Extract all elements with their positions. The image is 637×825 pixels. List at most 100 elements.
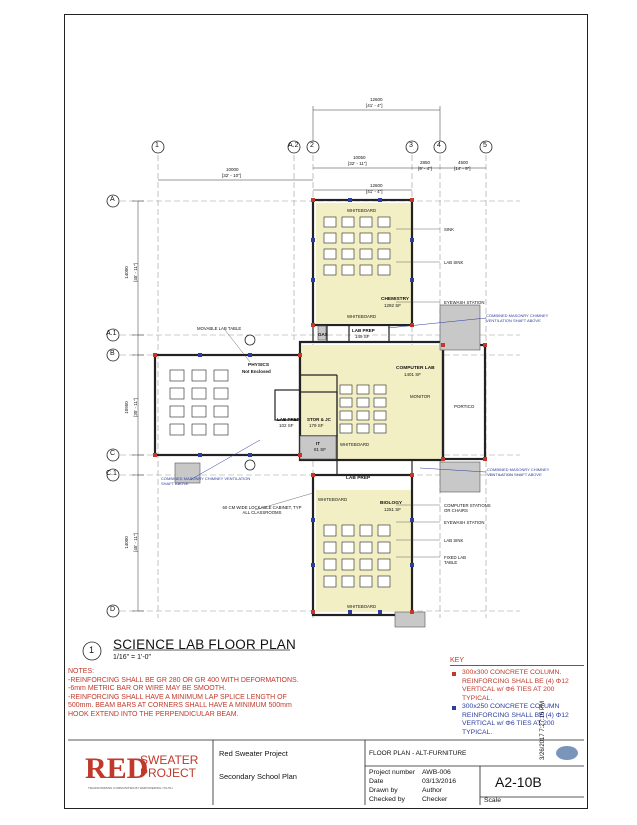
lab-table xyxy=(377,248,391,260)
annot-chimney-top: COMBINED MASONRY CHIMNEY VENTILATION SHA… xyxy=(486,313,549,323)
concrete-column xyxy=(248,353,252,357)
logo-tagline: TRANSFORMING COMMUNITIES BY EMPOWERING Y… xyxy=(88,786,173,790)
annot-movable-table: MOVABLE LAB TABLE xyxy=(197,326,242,331)
annot-eyewash-top: EYEWASH STATION xyxy=(444,300,485,305)
lab-table xyxy=(191,405,207,418)
date: 03/13/2016 xyxy=(422,778,457,785)
lab-table xyxy=(359,575,373,588)
concrete-column xyxy=(483,457,487,461)
dim-top-4b: [14' - 9"] xyxy=(454,166,471,171)
concrete-column xyxy=(441,343,445,347)
annot-whiteboard-comp: WHITEBOARD xyxy=(340,442,370,447)
grid-label-4: 4 xyxy=(437,142,441,149)
lab-table xyxy=(377,558,391,571)
annot-chimney-left: COMBINED MASONRY CHIMNEY VENTILATION SHA… xyxy=(161,476,251,486)
concrete-column xyxy=(410,323,414,327)
sheet-name: Secondary School Plan xyxy=(219,772,297,781)
concrete-column xyxy=(311,473,315,477)
lab-table xyxy=(339,410,353,421)
dim-top-5: 10000 xyxy=(226,167,239,172)
lab-table xyxy=(323,248,337,260)
lab-table xyxy=(356,397,370,408)
annot-monitor: MONITOR xyxy=(410,394,431,399)
grid-label-1: 1 xyxy=(155,142,159,149)
key-item-blue-column: 300x250 CONCRETE COLUMN REINFORCING SHAL… xyxy=(462,703,569,736)
grid-label-c1: C.1 xyxy=(106,470,117,477)
lab-table xyxy=(213,405,229,418)
notes-line: -REINFORCING SHALL HAVE A MINIMUM LAP SP… xyxy=(68,693,287,701)
dim-left-1: 14000 xyxy=(123,266,129,279)
concrete-column xyxy=(153,353,157,357)
drawn-by-label: Drawn by xyxy=(369,787,398,794)
concrete-column xyxy=(248,453,252,457)
concrete-column xyxy=(483,343,487,347)
lab-table xyxy=(373,384,387,395)
concrete-column xyxy=(378,198,382,202)
notes-line: -6mm METRIC BAR OR WIRE MAY BE SMOOTH. xyxy=(68,685,227,693)
room-computer-lab-area: 1401 SF xyxy=(404,372,422,377)
lab-table xyxy=(339,397,353,408)
lab-table xyxy=(359,541,373,554)
annot-cabinet: 60 CM WIDE LOCKABLE CABINET, TYP ALL CLA… xyxy=(222,505,302,515)
room-labprep-bottom-name: LAB PREP xyxy=(346,476,371,481)
dim-top-1: 12600 xyxy=(370,97,383,102)
lab-table xyxy=(373,397,387,408)
dim-top-6b: [41' - 4"] xyxy=(366,189,383,194)
lab-table xyxy=(341,232,355,244)
lab-table xyxy=(359,232,373,244)
notes-line: -REINFORCING SHALL BE GR 280 OR GR 400 W… xyxy=(68,676,299,684)
logo-sweater: SWEATER xyxy=(140,753,199,767)
room-chemistry-area: 1292 SF xyxy=(384,303,402,308)
dim-top-3: 2850 xyxy=(420,160,431,165)
scale-label: Scale xyxy=(484,797,502,804)
lab-table xyxy=(191,387,207,400)
concrete-column xyxy=(348,610,352,614)
lab-table xyxy=(377,575,391,588)
annot-chimney-right: COMBINED MASONRY CHIMNEY VENTILATION SHA… xyxy=(487,467,550,477)
lab-table xyxy=(191,369,207,382)
sheet-number: A2-10B xyxy=(495,774,542,790)
dim-left-3: 14000 xyxy=(123,536,129,549)
logo: RED SWEATER PROJECT TRANSFORMING COMMUNI… xyxy=(85,752,200,800)
lab-table xyxy=(169,405,185,418)
annot-whiteboard-bio: WHITEBOARD xyxy=(318,497,348,502)
lab-table xyxy=(169,423,185,436)
lab-table xyxy=(323,216,337,228)
lab-table xyxy=(341,248,355,260)
concrete-column xyxy=(410,518,414,522)
room-portico-name: PORTICO xyxy=(454,404,475,409)
lab-table xyxy=(323,264,337,276)
dim-top-4: 4500 xyxy=(458,160,469,165)
lab-table xyxy=(213,387,229,400)
lab-table xyxy=(341,216,355,228)
dim-left-3b: [45' - 11"] xyxy=(132,533,138,552)
lab-table xyxy=(323,541,337,554)
concrete-column xyxy=(311,323,315,327)
room-gas-name: GAS xyxy=(318,332,328,337)
lab-table xyxy=(356,423,370,434)
annot-eyewash-bottom: EYEWASH STATION xyxy=(444,520,485,525)
concrete-column xyxy=(311,610,315,614)
lab-table xyxy=(373,410,387,421)
annot-fixed-table: FIXED LAB TABLE xyxy=(444,555,466,565)
lab-table xyxy=(341,558,355,571)
dim-top-1b: [41' - 4"] xyxy=(366,103,383,108)
room-labprep-top-name: LAB PREP xyxy=(352,328,375,333)
lab-table xyxy=(356,384,370,395)
logo-project: PROJECT xyxy=(140,766,197,780)
concrete-column xyxy=(410,473,414,477)
lab-table xyxy=(213,423,229,436)
room-chemistry-name: CHEMISTRY xyxy=(381,297,410,302)
grid-label-3: 3 xyxy=(409,142,413,149)
room-physics-name: PHYSICS xyxy=(248,363,270,368)
notes-line: HOOK EXTEND INTO THE PERPENDICULAR BEAM. xyxy=(68,710,239,718)
lab-table xyxy=(323,558,337,571)
room-labprep-top-area: 149 SF xyxy=(355,334,370,339)
lab-table xyxy=(359,216,373,228)
room-it-name: IT xyxy=(316,441,320,446)
lab-table xyxy=(341,541,355,554)
view-title: FLOOR PLAN - ALT-FURNITURE xyxy=(369,750,467,757)
concrete-column xyxy=(311,278,315,282)
grid-label-b: B xyxy=(110,350,115,357)
grid-label-a: A xyxy=(110,196,115,203)
